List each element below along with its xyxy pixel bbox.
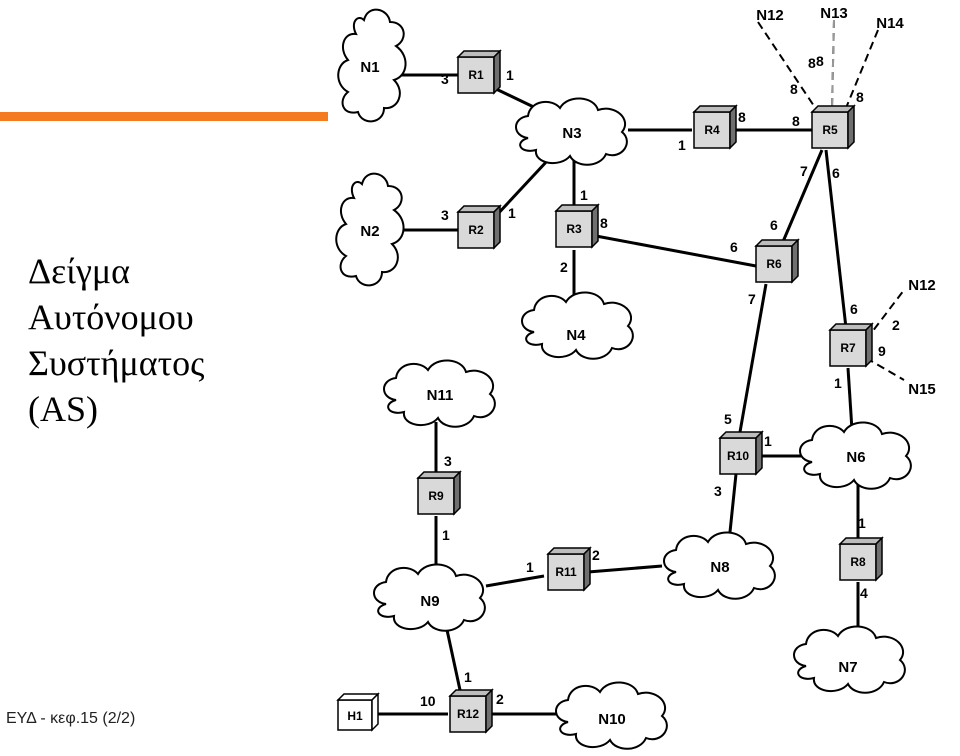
- title-line-4: (AS): [28, 389, 98, 429]
- host-h1: H1: [336, 692, 380, 732]
- cost-r8-n7: 4: [860, 585, 868, 601]
- label-r7: R7: [840, 341, 856, 355]
- slide-title: Δείγμα Αυτόνομου Συστήματος (AS): [28, 248, 204, 432]
- cost-n9-r11: 1: [526, 559, 534, 575]
- label-n11: N11: [427, 387, 454, 404]
- title-line-3: Συστήματος: [28, 343, 205, 383]
- label-r9: R9: [428, 489, 444, 503]
- accent-bar: [0, 112, 328, 121]
- cost-r5-r6-a: 7: [800, 163, 808, 179]
- router-r12: R12: [448, 688, 494, 734]
- cost-r3-r6-a: 8: [600, 215, 608, 231]
- cost-r7-n15: 9: [878, 343, 886, 359]
- cost-r5-r7-a: 6: [832, 165, 840, 181]
- cost-n3-r4: 1: [678, 137, 686, 153]
- cost-r3-n4: 2: [560, 259, 568, 275]
- label-n9: N9: [420, 593, 439, 610]
- label-n1: N1: [360, 59, 379, 76]
- router-r2: R2: [456, 204, 502, 250]
- label-ext-n12-top: N12: [756, 7, 784, 24]
- label-n7: N7: [838, 659, 857, 676]
- cost-n1-r1: 3: [441, 71, 449, 87]
- cost-n2-r2: 3: [441, 207, 449, 223]
- cost-r1-n3: 1: [506, 67, 514, 83]
- n13-link: [831, 19, 835, 109]
- cost-r12-n10: 2: [496, 691, 504, 707]
- external-network-labels: N12 N13 N14 N12 N15: [756, 5, 936, 398]
- cost-r4-r5-b: 8: [792, 113, 800, 129]
- label-r12: R12: [457, 707, 479, 721]
- router-r11: R11: [546, 546, 592, 592]
- title-line-1: Δείγμα: [28, 251, 131, 291]
- cost-r5-r6-b: 6: [770, 217, 778, 233]
- label-r3: R3: [566, 222, 582, 236]
- cost-labels: 3 1 3 1 1 8 8 1 2 8 6 7 6 6 6 8 8 8 8 2 …: [420, 53, 900, 709]
- cost-r10-n8: 3: [714, 483, 722, 499]
- cost-n11-r9: 3: [444, 453, 452, 469]
- router-r10: R10: [718, 430, 764, 476]
- label-r5: R5: [822, 123, 838, 137]
- label-r4: R4: [704, 123, 720, 137]
- cost-r6-r10-a: 7: [748, 291, 756, 307]
- cost-r6-r10-b: 5: [724, 411, 732, 427]
- cost-r2-n3: 1: [508, 205, 516, 221]
- label-n6: N6: [846, 449, 865, 466]
- label-r2: R2: [468, 223, 484, 237]
- cost-r9-n9: 1: [442, 527, 450, 543]
- cloud-n4: [521, 291, 634, 360]
- router-r1: R1: [456, 49, 502, 95]
- label-r8: R8: [850, 555, 866, 569]
- label-r11: R11: [555, 565, 577, 579]
- cost-r7-n6: 1: [834, 375, 842, 391]
- links: [372, 73, 860, 716]
- router-r9: R9: [416, 470, 462, 516]
- label-n4: N4: [566, 327, 586, 344]
- title-line-2: Αυτόνομου: [28, 297, 194, 337]
- label-n8: N8: [710, 559, 729, 576]
- label-n2: N2: [360, 223, 379, 240]
- label-r6: R6: [766, 257, 782, 271]
- router-r8: R8: [838, 536, 884, 582]
- label-ext-n13: N13: [820, 5, 848, 22]
- cost-r7-n12: 2: [892, 317, 900, 333]
- cost-r5-r7-b: 6: [850, 301, 858, 317]
- router-r5: R5: [810, 104, 856, 150]
- label-ext-n14: N14: [876, 15, 904, 32]
- cost-n6-r8: 1: [858, 515, 866, 531]
- cost-n3-r3: 1: [580, 187, 588, 203]
- network-labels: N1 N2 N3 N4 N6 N7 N8 N9 N10 N11: [360, 59, 865, 728]
- label-ext-n15: N15: [908, 381, 936, 398]
- cost-r11-n8: 2: [592, 547, 600, 563]
- cost-r5-n13: 8: [816, 53, 824, 69]
- cost-r5-n12-a: 8: [790, 81, 798, 97]
- router-r3: R3: [554, 203, 600, 249]
- cost-h1-r12: 10: [420, 693, 436, 709]
- label-ext-n12-right: N12: [908, 277, 936, 294]
- label-n10: N10: [598, 711, 626, 728]
- cost-r10-n6: 1: [764, 433, 772, 449]
- cost-r3-r6-b: 6: [730, 239, 738, 255]
- router-r7: R7: [828, 322, 874, 368]
- slide-footer: ΕΥΔ - κεφ.15 (2/2): [6, 710, 136, 727]
- cost-r4-r5-a: 8: [738, 109, 746, 125]
- cost-r5-n14: 8: [856, 89, 864, 105]
- cost-r5-n12-b: 8: [808, 55, 816, 71]
- router-r4: R4: [692, 104, 738, 150]
- router-r6: R6: [754, 238, 800, 284]
- label-h1: H1: [347, 709, 363, 723]
- label-n3: N3: [562, 125, 581, 142]
- cost-n9-r12: 1: [464, 669, 472, 685]
- label-r10: R10: [727, 449, 749, 463]
- label-r1: R1: [468, 68, 484, 82]
